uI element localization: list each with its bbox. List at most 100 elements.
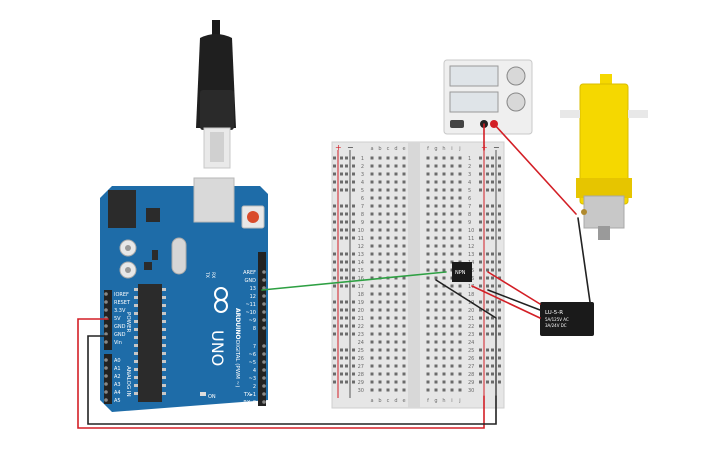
- rail-hole[interactable]: [345, 364, 348, 368]
- rail-hole[interactable]: [479, 356, 482, 360]
- breadboard-hole[interactable]: [450, 236, 454, 240]
- header-pin[interactable]: [104, 390, 108, 394]
- breadboard-hole[interactable]: [378, 228, 382, 232]
- rail-hole[interactable]: [340, 188, 343, 192]
- breadboard-hole[interactable]: [434, 268, 438, 272]
- breadboard-hole[interactable]: [450, 340, 454, 344]
- breadboard-hole[interactable]: [394, 204, 398, 208]
- breadboard-hole[interactable]: [458, 172, 462, 176]
- breadboard-hole[interactable]: [426, 284, 430, 288]
- current-knob[interactable]: [506, 92, 526, 112]
- breadboard-hole[interactable]: [370, 284, 374, 288]
- rail-hole[interactable]: [479, 316, 482, 320]
- breadboard-hole[interactable]: [426, 340, 430, 344]
- rail-hole[interactable]: [352, 308, 355, 312]
- breadboard-hole[interactable]: [450, 380, 454, 384]
- breadboard-hole[interactable]: [402, 292, 406, 296]
- breadboard-hole[interactable]: [394, 284, 398, 288]
- breadboard-hole[interactable]: [434, 252, 438, 256]
- rail-hole[interactable]: [340, 316, 343, 320]
- breadboard-hole[interactable]: [458, 156, 462, 160]
- breadboard-hole[interactable]: [450, 324, 454, 328]
- breadboard-hole[interactable]: [434, 388, 438, 392]
- breadboard-hole[interactable]: [450, 388, 454, 392]
- rail-hole[interactable]: [340, 300, 343, 304]
- rail-hole[interactable]: [498, 204, 501, 208]
- breadboard-hole[interactable]: [434, 276, 438, 280]
- breadboard-hole[interactable]: [442, 228, 446, 232]
- header-pin[interactable]: [104, 300, 108, 304]
- rail-hole[interactable]: [491, 180, 494, 184]
- breadboard-hole[interactable]: [394, 292, 398, 296]
- breadboard-hole[interactable]: [394, 316, 398, 320]
- breadboard-hole[interactable]: [450, 228, 454, 232]
- breadboard-hole[interactable]: [402, 308, 406, 312]
- breadboard-hole[interactable]: [402, 172, 406, 176]
- rail-hole[interactable]: [491, 300, 494, 304]
- rail-hole[interactable]: [340, 332, 343, 336]
- rail-hole[interactable]: [340, 284, 343, 288]
- rail-hole[interactable]: [498, 252, 501, 256]
- rail-hole[interactable]: [345, 212, 348, 216]
- rail-hole[interactable]: [345, 236, 348, 240]
- breadboard-hole[interactable]: [370, 308, 374, 312]
- wire-green-signal[interactable]: [261, 271, 447, 291]
- breadboard-hole[interactable]: [458, 212, 462, 216]
- rail-hole[interactable]: [333, 364, 336, 368]
- rail-hole[interactable]: [352, 300, 355, 304]
- header-pin[interactable]: [262, 302, 266, 306]
- header-pin[interactable]: [262, 310, 266, 314]
- breadboard-hole[interactable]: [442, 188, 446, 192]
- rail-hole[interactable]: [486, 372, 489, 376]
- rail-hole[interactable]: [345, 324, 348, 328]
- breadboard-hole[interactable]: [426, 276, 430, 280]
- breadboard-hole[interactable]: [442, 276, 446, 280]
- breadboard-hole[interactable]: [378, 348, 382, 352]
- breadboard-hole[interactable]: [394, 260, 398, 264]
- breadboard-hole[interactable]: [434, 244, 438, 248]
- rail-hole[interactable]: [486, 180, 489, 184]
- rail-hole[interactable]: [486, 268, 489, 272]
- header-pin[interactable]: [104, 308, 108, 312]
- rail-hole[interactable]: [345, 204, 348, 208]
- header-pin[interactable]: [104, 374, 108, 378]
- breadboard-hole[interactable]: [442, 292, 446, 296]
- rail-hole[interactable]: [498, 156, 501, 160]
- rail-hole[interactable]: [498, 236, 501, 240]
- wire-black-relay-1[interactable]: [435, 279, 497, 319]
- breadboard-hole[interactable]: [450, 252, 454, 256]
- breadboard-hole[interactable]: [370, 388, 374, 392]
- breadboard-hole[interactable]: [434, 364, 438, 368]
- breadboard-hole[interactable]: [378, 220, 382, 224]
- header-pin[interactable]: [104, 340, 108, 344]
- breadboard-hole[interactable]: [458, 340, 462, 344]
- breadboard-hole[interactable]: [370, 340, 374, 344]
- rail-hole[interactable]: [345, 164, 348, 168]
- rail-hole[interactable]: [340, 236, 343, 240]
- rail-hole[interactable]: [333, 164, 336, 168]
- breadboard-hole[interactable]: [378, 372, 382, 376]
- rail-hole[interactable]: [491, 308, 494, 312]
- breadboard-hole[interactable]: [386, 220, 390, 224]
- header-pin[interactable]: [104, 398, 108, 402]
- rail-hole[interactable]: [345, 260, 348, 264]
- breadboard-hole[interactable]: [442, 340, 446, 344]
- breadboard-hole[interactable]: [442, 380, 446, 384]
- breadboard-hole[interactable]: [442, 300, 446, 304]
- breadboard-hole[interactable]: [394, 244, 398, 248]
- rail-hole[interactable]: [486, 236, 489, 240]
- breadboard-hole[interactable]: [370, 156, 374, 160]
- rail-hole[interactable]: [491, 156, 494, 160]
- breadboard-hole[interactable]: [442, 388, 446, 392]
- breadboard-hole[interactable]: [426, 332, 430, 336]
- rail-hole[interactable]: [491, 364, 494, 368]
- rail-hole[interactable]: [345, 316, 348, 320]
- breadboard-hole[interactable]: [434, 260, 438, 264]
- breadboard-hole[interactable]: [450, 292, 454, 296]
- rail-hole[interactable]: [340, 268, 343, 272]
- breadboard-hole[interactable]: [386, 292, 390, 296]
- breadboard-hole[interactable]: [386, 172, 390, 176]
- breadboard-hole[interactable]: [458, 332, 462, 336]
- breadboard-hole[interactable]: [426, 244, 430, 248]
- header-pin[interactable]: [262, 352, 266, 356]
